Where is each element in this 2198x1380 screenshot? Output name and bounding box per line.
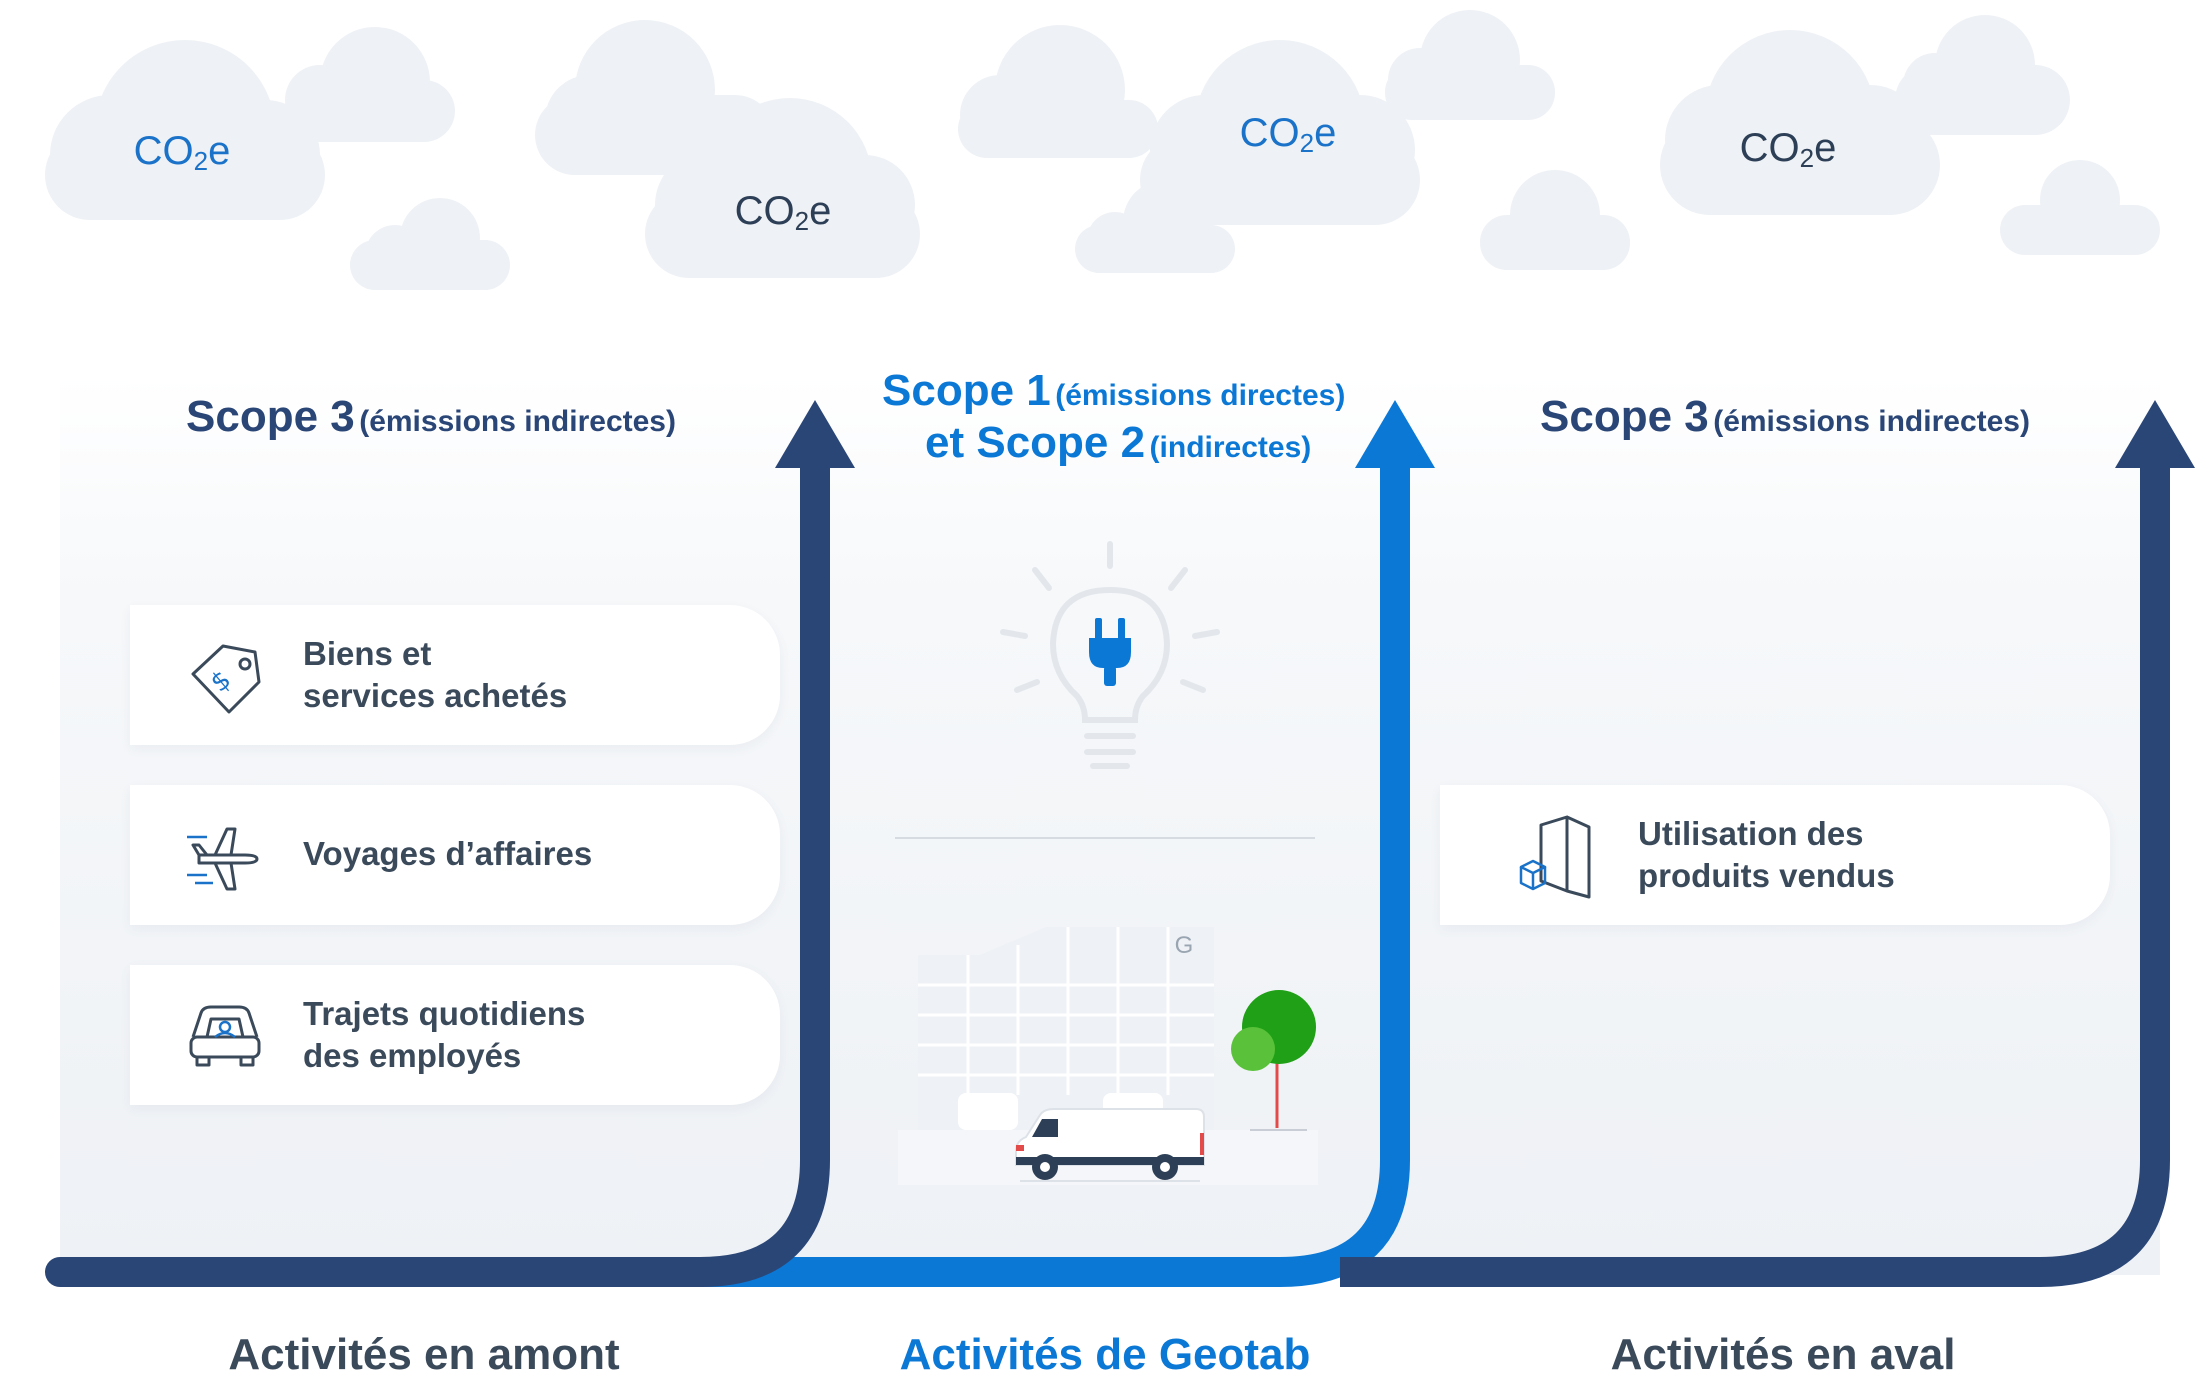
upstream-scope-title: Scope 3 (émissions indirectes) [186,392,676,441]
geotab-scope-title-line2: et Scope 2 (indirectes) [925,418,1312,467]
cloud-2 [285,27,455,142]
downstream-activities-label: Activités en aval [1610,1330,1956,1379]
delivery-van-icon [1015,1108,1205,1182]
co2e-label-4: CO2e [1739,126,1837,173]
geotab-arrowhead [1355,400,1435,468]
list-item-employee-commuting: Trajets quotidiens des employés [130,965,780,1105]
employee-commuting-label: Trajets quotidiens des employés [303,995,586,1074]
business-travel-label: Voyages d’affaires [303,835,593,872]
downstream-scope-title: Scope 3 (émissions indirectes) [1540,392,2030,441]
co2e-label-2: CO2e [734,189,832,236]
svg-text:G: G [1175,932,1194,959]
plug-icon [1089,618,1131,686]
purchased-goods-label: Biens et services achetés [303,635,568,714]
co2e-label-3: CO2e [1239,111,1337,158]
downstream-arrow-line [1340,460,2170,1287]
cloud-3 [350,198,510,290]
lightbulb-plug-icon [1000,541,1220,769]
cloud-8 [1140,40,1420,225]
cloud-group [45,10,2160,290]
upstream-arrowhead [775,400,855,468]
cloud-5 [645,98,920,278]
airplane-icon [187,827,259,891]
price-tag-icon: $ [191,644,261,714]
use-of-sold-products-label: Utilisation des produits vendus [1638,815,1895,894]
cloud-9 [1385,10,1555,120]
cloud-6 [958,25,1158,158]
list-item-use-of-sold-products: Utilisation des produits vendus [1440,785,2110,925]
car-icon [189,1005,261,1067]
upstream-activities-label: Activités en amont [228,1330,620,1379]
cloud-11 [1660,30,1940,215]
upstream-arrow-line [45,445,830,1287]
geotab-arrow-line [700,460,1410,1287]
cloud-12 [1895,15,2070,135]
tree-icon [1231,990,1316,1131]
cloud-13 [2000,160,2160,255]
cloud-10 [1480,170,1630,270]
downstream-arrowhead [2115,400,2195,468]
geotab-activities-label: Activités de Geotab [899,1330,1311,1379]
list-item-business-travel: Voyages d’affaires [130,785,780,925]
co2e-label-1: CO2e [133,129,231,176]
list-item-purchased-goods: $ Biens et services achetés [130,605,780,745]
geotab-scope-title-line1: Scope 1 (émissions directes) [882,366,1346,415]
product-box-icon [1519,815,1591,899]
cloud-1 [45,40,325,220]
